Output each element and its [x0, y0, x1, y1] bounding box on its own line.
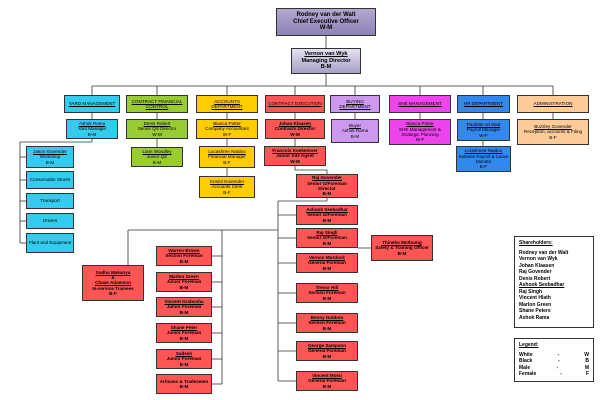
- yard-drivers: Drivers: [26, 213, 74, 229]
- dept-administration: ADMINISTRATION: [517, 95, 589, 113]
- yard-consumable-stores: Consumable Stores: [26, 171, 74, 189]
- dept-buying: BUYING DEPARTMENT: [330, 95, 380, 113]
- dept-hr: HR DEPARTMENT: [457, 95, 510, 113]
- dept-contract-execution: CONTRACT EXECUTION: [265, 95, 325, 113]
- ceo-title: Chief Executive Officer: [293, 18, 359, 25]
- shareholder-name: Denis Robert: [519, 275, 551, 282]
- managing-director-box: Vernon van Wyk Managing Director B-M: [291, 48, 361, 74]
- dept-yard-management: YARD MANAGEMENT: [64, 95, 120, 113]
- md-code: B-M: [320, 64, 332, 71]
- dept-accounts: ACCOUNTS DEPARTMENT: [196, 95, 258, 113]
- yard-transport: Transport: [26, 193, 74, 209]
- legend-title: Legend:: [519, 342, 539, 348]
- shareholder-name: Raj Govender: [519, 269, 552, 275]
- shareholders-panel: Shareholders: Rodney van der Walt Vernon…: [514, 236, 594, 328]
- shareholder-name: Vernon van Wyk: [519, 256, 558, 262]
- shareholder-name: Raj Singh: [519, 288, 543, 295]
- shareholder-name: Rodney van der Walt: [519, 249, 569, 256]
- legend-panel: Legend: White-W Black-B Male-M Female-F: [514, 338, 594, 382]
- legend-item: Black-B: [519, 358, 589, 364]
- ceo-name: Rodney van der Walt: [296, 11, 356, 18]
- dept-contract-financial-control: CONTRACT FINANCIAL CONTROL: [126, 95, 188, 113]
- shareholders-title: Shareholders:: [519, 240, 553, 246]
- md-name: Vernon van Wyk: [304, 51, 348, 58]
- md-title: Managing Director: [301, 57, 351, 64]
- legend-item: White-W: [519, 351, 589, 358]
- yard-plant-equipment: Plant and Equipment: [26, 233, 74, 253]
- legend-item: Female-F: [519, 371, 589, 377]
- shareholder-name: Marlon Green: [519, 301, 552, 308]
- shareholder-name: Johan Klaasen: [519, 262, 555, 269]
- shareholder-name: Shane Peters: [519, 308, 551, 314]
- shareholder-name: Ashook Seebadhar: [519, 282, 565, 288]
- shareholder-name: Vincent Hlath: [519, 295, 551, 301]
- dept-she-management: SHE MANAGEMENT: [389, 95, 451, 113]
- ceo-box: Rodney van der Walt Chief Executive Offi…: [276, 8, 376, 36]
- shareholder-name: Ashok Rama: [519, 314, 550, 321]
- legend-item: Male-M: [519, 364, 589, 371]
- ceo-code: W-M: [319, 25, 333, 32]
